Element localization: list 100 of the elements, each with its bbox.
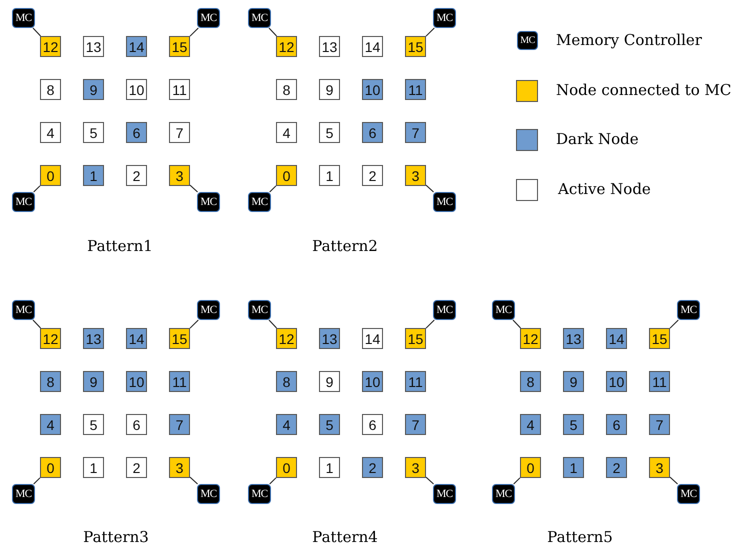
node-box [405,457,426,478]
memory-controller-box [248,300,271,320]
connector-line [670,320,679,329]
controller-label: MC [15,488,32,500]
node-number: 8 [282,82,290,98]
connector-line [190,28,199,37]
legend-label: Active Node [558,180,651,198]
node-number: 5 [326,124,334,140]
connector-line [190,184,198,192]
controller-label: MC [15,304,32,316]
node-number: 4 [526,416,534,432]
node-box [520,457,541,478]
node-box [606,457,627,478]
node-box [563,414,584,435]
node-box [169,414,190,435]
node-box [563,457,584,478]
node-number: 4 [282,416,290,432]
node-number: 0 [282,460,290,476]
node-box [319,457,340,478]
node-number: 13 [322,38,338,54]
node-number: 2 [132,168,140,184]
legend-label: Dark Node [556,130,639,148]
connector-line [268,28,278,36]
node-number: 1 [326,168,334,184]
pattern-caption: Pattern4 [312,528,378,546]
controller-label: MC [436,12,453,24]
node-box [563,371,584,392]
node-box [83,371,104,392]
node-number: 11 [408,374,423,390]
controller-label: MC [251,488,268,500]
node-number: 1 [326,460,334,476]
node-number: 6 [368,124,376,140]
node-number: 6 [132,416,140,432]
node-box [362,122,383,143]
node-number: 0 [282,168,290,184]
memory-controller-box [433,192,456,212]
controller-label: MC [495,304,512,316]
node-number: 10 [128,374,144,390]
connector-line [190,320,199,329]
node-number: 4 [282,124,290,140]
node-box [362,414,383,435]
pattern-caption: Pattern2 [312,237,378,255]
node-number: 14 [608,330,624,346]
node-box [319,165,340,186]
connector-line [268,320,278,328]
node-number: 0 [526,460,534,476]
node-number: 15 [172,38,188,54]
node-box [126,457,147,478]
node-box [276,122,297,143]
node-box [40,122,61,143]
node-number: 3 [412,168,420,184]
node-number: 3 [176,168,184,184]
controller-label: MC [436,196,453,208]
node-number: 10 [364,374,380,390]
controller-label: MC [200,488,217,500]
pattern-caption: Pattern5 [547,528,613,546]
node-number: 8 [282,374,290,390]
node-number: 2 [132,460,140,476]
node-box [276,414,297,435]
node-number: 11 [172,82,187,98]
node-number: 8 [46,374,54,390]
node-box [40,457,61,478]
node-number: 9 [326,374,334,390]
node-number: 15 [408,330,424,346]
node-box [83,122,104,143]
node-number: 14 [364,38,380,54]
memory-controller-box [12,8,35,28]
node-number: 7 [656,416,664,432]
node-box [405,414,426,435]
connector-line [32,28,42,36]
node-number: 9 [570,374,578,390]
node-number: 15 [408,38,424,54]
node-number: 2 [368,460,376,476]
node-box [319,414,340,435]
node-box [126,414,147,435]
node-number: 15 [172,330,188,346]
node-number: 1 [90,168,98,184]
node-number: 6 [132,124,140,140]
node-box [606,414,627,435]
node-number: 9 [90,82,98,98]
node-box [126,122,147,143]
node-number: 12 [278,38,294,54]
node-number: 5 [570,416,578,432]
node-number: 4 [46,124,54,140]
node-number: 5 [326,416,334,432]
memory-controller-box [433,484,456,504]
node-box [169,457,190,478]
controller-label: MC [251,12,268,24]
pattern-caption: Pattern1 [87,237,153,255]
node-number: 7 [412,416,420,432]
memory-controller-swatch: MC [517,31,538,50]
node-box [40,79,61,100]
pattern-caption: Pattern3 [83,528,149,546]
node-number: 14 [128,38,144,54]
memory-controller-box [677,300,700,320]
node-number: 6 [368,416,376,432]
node-number: 13 [566,330,582,346]
node-number: 2 [612,460,620,476]
node-number: 10 [608,374,624,390]
node-number: 10 [128,82,144,98]
